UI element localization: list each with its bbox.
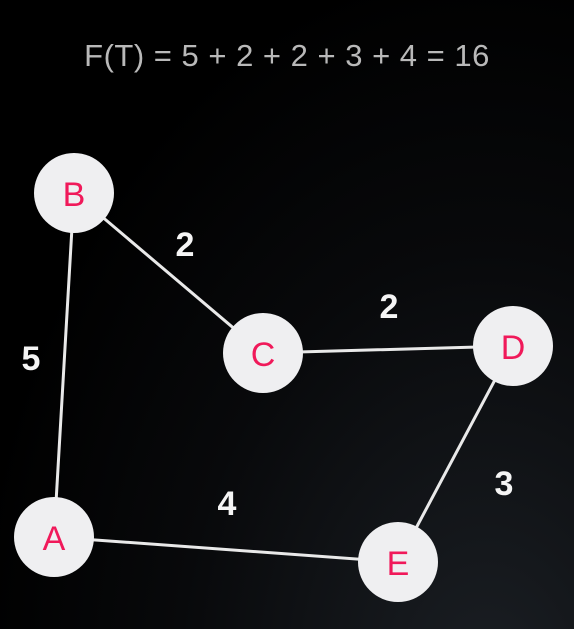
- edge-weight-a-e: 4: [218, 485, 237, 523]
- edge-c-d: [261, 344, 515, 355]
- node-c[interactable]: C: [223, 313, 303, 393]
- node-label-e: E: [387, 545, 410, 583]
- edge-d-e: [396, 344, 515, 564]
- edge-b-a: [52, 191, 76, 539]
- node-d[interactable]: D: [473, 306, 553, 386]
- edge-b-c: [72, 191, 265, 355]
- cost-formula: F(T) = 5 + 2 + 2 + 3 + 4 = 16: [84, 38, 490, 73]
- node-a[interactable]: A: [14, 497, 94, 577]
- node-label-b: B: [63, 176, 86, 214]
- node-b[interactable]: B: [34, 153, 114, 233]
- node-label-c: C: [251, 336, 276, 374]
- node-e[interactable]: E: [358, 522, 438, 602]
- edge-weight-b-a: 5: [22, 340, 41, 378]
- node-label-d: D: [501, 329, 526, 367]
- edge-weight-b-c: 2: [176, 226, 195, 264]
- edge-weight-d-e: 3: [495, 465, 514, 503]
- edge-a-e: [52, 535, 400, 564]
- edge-weight-c-d: 2: [380, 288, 399, 326]
- node-label-a: A: [43, 520, 66, 558]
